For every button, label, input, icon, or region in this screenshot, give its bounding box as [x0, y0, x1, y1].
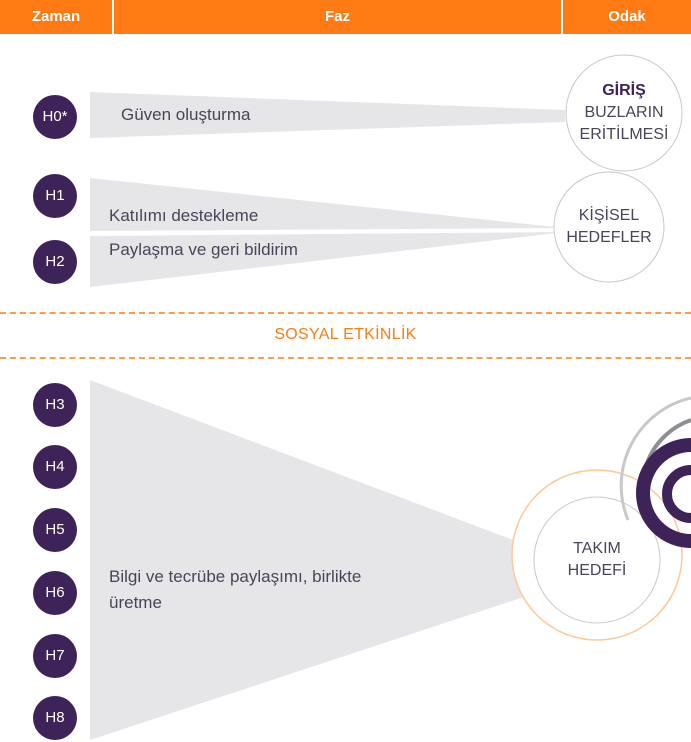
badge-label-h8: H8: [45, 709, 65, 726]
focus-team: TAKIM HEDEFİ: [542, 538, 652, 582]
social-activity-label: SOSYAL ETKİNLİK: [274, 326, 417, 343]
focus-intro-line2: ERİTİLMESİ: [579, 126, 669, 143]
focus-personal-line1: KİŞİSEL: [578, 207, 640, 224]
badge-label-h6: H6: [45, 584, 65, 601]
badge-label-h1: H1: [45, 187, 65, 204]
focus-intro-title: GİRİŞ: [602, 82, 646, 99]
badge-label-h4: H4: [45, 458, 65, 475]
badge-label-h0: H0*: [42, 108, 68, 125]
phase-participation: Katılımı destekleme: [109, 206, 259, 225]
focus-team-line1: TAKIM: [573, 540, 621, 557]
phase-trust: Güven oluşturma: [121, 105, 251, 124]
focus-circle-intro: [565, 54, 683, 172]
badge-h2: [33, 240, 77, 284]
phase-sharing: Paylaşma ve geri bildirim: [109, 240, 298, 259]
badge-h7: [33, 634, 77, 678]
badge-h6: [33, 571, 77, 615]
phase-knowledge: Bilgi ve tecrübe paylaşımı, birlikte üre…: [109, 567, 362, 612]
divider-top: [0, 312, 691, 314]
header-time: Zaman: [31, 8, 81, 25]
wedge-knowledge: [90, 380, 545, 740]
header-focus: Odak: [608, 8, 646, 25]
badge-label-h3: H3: [45, 396, 65, 413]
header-phase: Faz: [324, 8, 350, 25]
focus-intro: GİRİŞ BUZLARIN ERİTİLMESİ: [566, 80, 682, 146]
badge-h0: [33, 95, 77, 139]
badge-label-h7: H7: [45, 647, 65, 664]
focus-intro-line1: BUZLARIN: [584, 104, 664, 121]
header-separator: [561, 0, 563, 34]
wedge-trust: [90, 92, 565, 138]
target-icon: [619, 396, 691, 548]
divider-bottom: [0, 357, 691, 359]
badge-label-h5: H5: [45, 521, 65, 538]
badge-h3: [33, 383, 77, 427]
focus-circle-team: [533, 496, 661, 624]
badge-h8: [33, 696, 77, 740]
focus-circle-personal: [553, 171, 665, 283]
header-separator: [112, 0, 114, 34]
focus-team-line2: HEDEFİ: [567, 562, 627, 579]
wedge-sharing: [90, 232, 565, 287]
badge-h1: [33, 174, 77, 218]
badge-label-h2: H2: [45, 253, 65, 270]
badge-h5: [33, 508, 77, 552]
table-header: Zaman Faz Odak: [0, 0, 691, 34]
badge-h4: [33, 445, 77, 489]
wedge-participation: [90, 178, 565, 231]
focus-personal: KİŞİSEL HEDEFLER: [554, 205, 664, 249]
focus-personal-line2: HEDEFLER: [566, 229, 652, 246]
